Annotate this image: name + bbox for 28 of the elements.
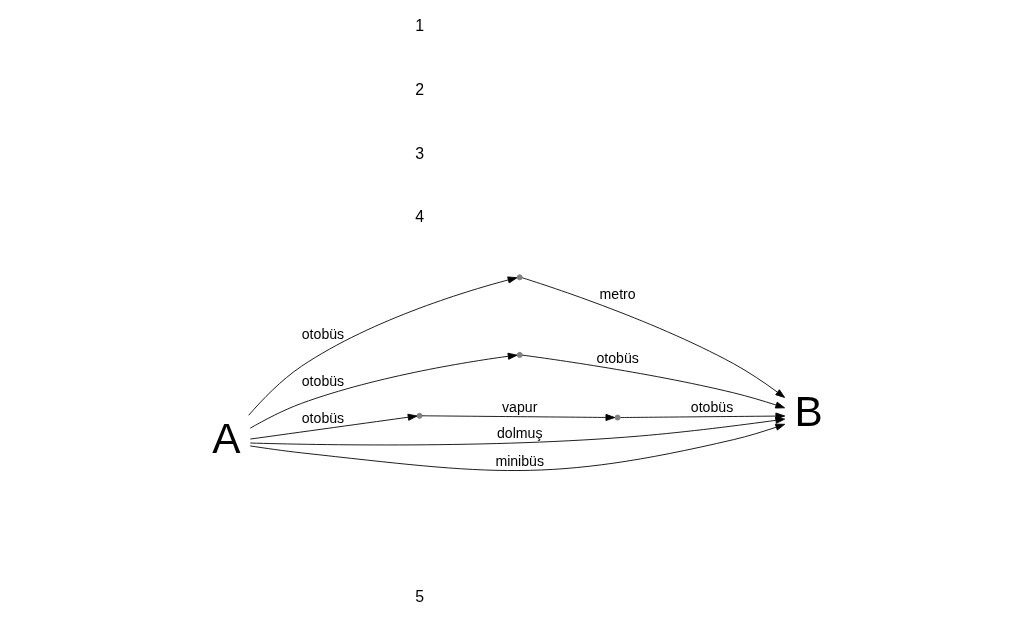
edge-label: otobüs [301,409,344,426]
node-point [516,351,523,358]
label: 3 [414,144,424,162]
arrow [249,423,785,471]
label: 1 [414,17,424,35]
node-text: A [211,414,240,462]
edge-label: minibüs [494,452,544,469]
label: 4 [414,208,424,226]
arrow [421,413,615,421]
node-point [614,414,621,421]
arrow [247,276,517,416]
edge-label: otobüs [301,325,344,342]
arrow [521,277,785,398]
label: 5 [414,588,424,606]
node-point [516,274,523,281]
edge-label: otobüs [301,372,344,389]
edge-label: otobüs [690,399,733,416]
node-text: B [794,388,823,436]
arrow [249,352,517,429]
node-point [416,412,423,419]
label: 2 [414,80,424,98]
arrow [619,412,785,420]
arrow [249,413,417,440]
edge-label: vapur [501,399,537,416]
edge-label: dolmuş [496,424,542,441]
edge-label: metro [599,286,636,303]
edge-label: otobüs [595,349,639,366]
arrow [521,354,785,409]
